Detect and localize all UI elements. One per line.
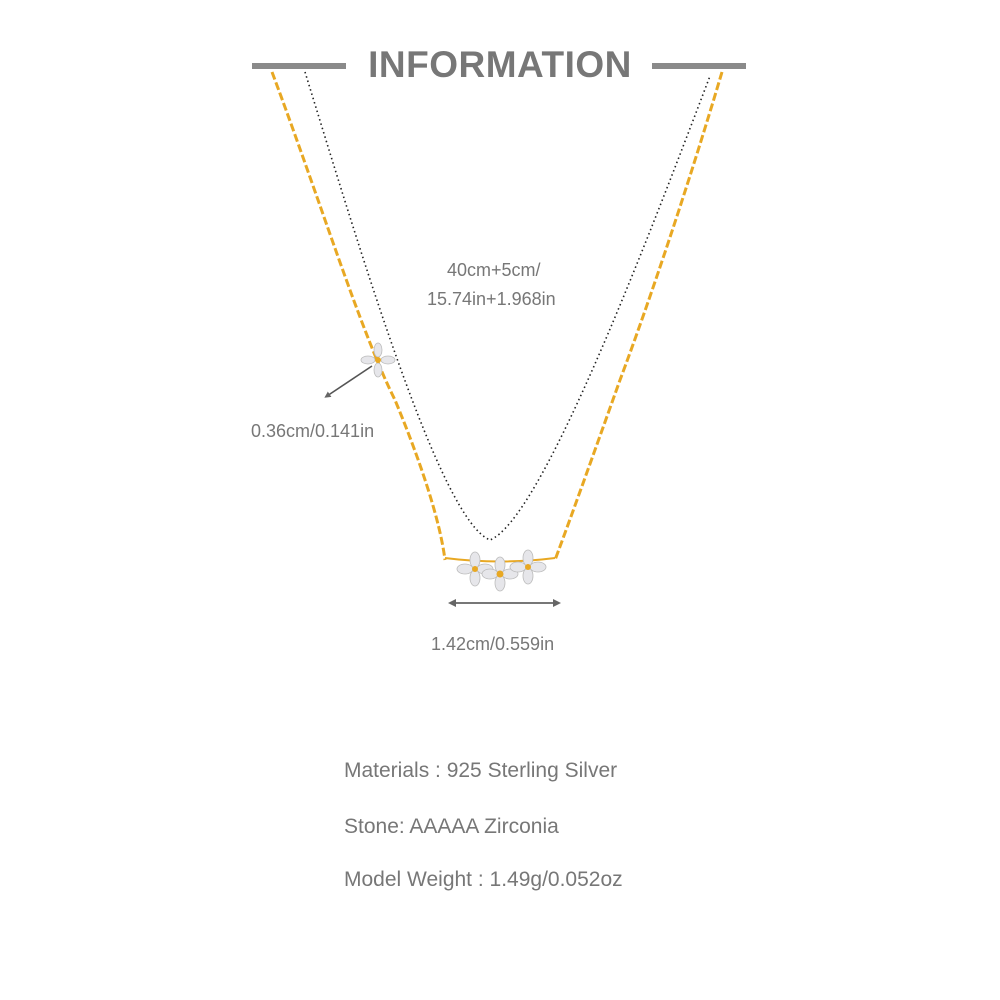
side-charm-arrow: [324, 365, 373, 398]
chain-left: [270, 71, 447, 561]
title-rule-left: [252, 63, 346, 69]
spec-weight: Model Weight : 1.49g/0.052oz: [344, 868, 623, 891]
pendant-width-label: 1.42cm/0.559in: [431, 634, 555, 654]
page-title: INFORMATION: [368, 44, 632, 85]
side-charm-size-label: 0.36cm/0.141in: [251, 421, 375, 441]
chain-length-label-1: 40cm+5cm/: [447, 260, 541, 280]
pendant-flowers: [456, 549, 547, 592]
chain-right: [553, 71, 724, 561]
title-rule-right: [652, 63, 746, 69]
chain-length-label-2: 15.74in+1.968in: [427, 289, 556, 309]
spec-stone: Stone: AAAAA Zirconia: [344, 815, 559, 838]
spec-materials: Materials : 925 Sterling Silver: [344, 759, 618, 782]
side-charm-flower: [360, 342, 396, 378]
